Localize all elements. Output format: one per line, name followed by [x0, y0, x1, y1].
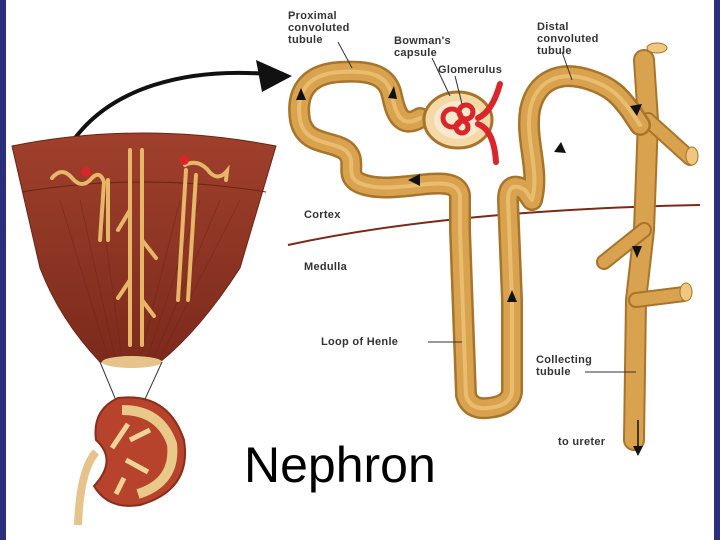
right-frame-bar — [714, 0, 720, 540]
leader-lines — [337, 41, 636, 373]
tubule-system — [288, 42, 699, 451]
label-collecting-1: Collecting — [536, 354, 592, 366]
label-cortex: Cortex — [304, 209, 341, 221]
kidney-wedge — [11, 132, 277, 368]
label-bowman-1: Bowman's — [394, 35, 451, 47]
kidney-cross-section — [74, 361, 186, 526]
label-collecting-2: tubule — [536, 366, 571, 378]
glomerulus — [440, 81, 503, 165]
label-bowman-2: capsule — [394, 47, 437, 59]
zoom-arrow — [68, 60, 292, 147]
label-proximal-3: tubule — [288, 34, 323, 46]
label-loop-of-henle: Loop of Henle — [321, 336, 398, 348]
label-distal-2: convoluted — [537, 33, 599, 45]
flow-arrows — [296, 86, 642, 302]
ureter-arrow — [633, 420, 643, 456]
label-medulla: Medulla — [304, 261, 348, 273]
label-glomerulus: Glomerulus — [438, 64, 502, 76]
label-distal-3: tubule — [537, 45, 572, 57]
label-distal-1: Distal — [537, 21, 569, 33]
label-to-ureter: to ureter — [558, 436, 606, 448]
label-proximal-1: Proximal — [288, 10, 337, 22]
diagram-caption: Nephron — [244, 437, 436, 493]
left-frame-bar — [0, 0, 6, 540]
label-proximal-2: convoluted — [288, 22, 350, 34]
